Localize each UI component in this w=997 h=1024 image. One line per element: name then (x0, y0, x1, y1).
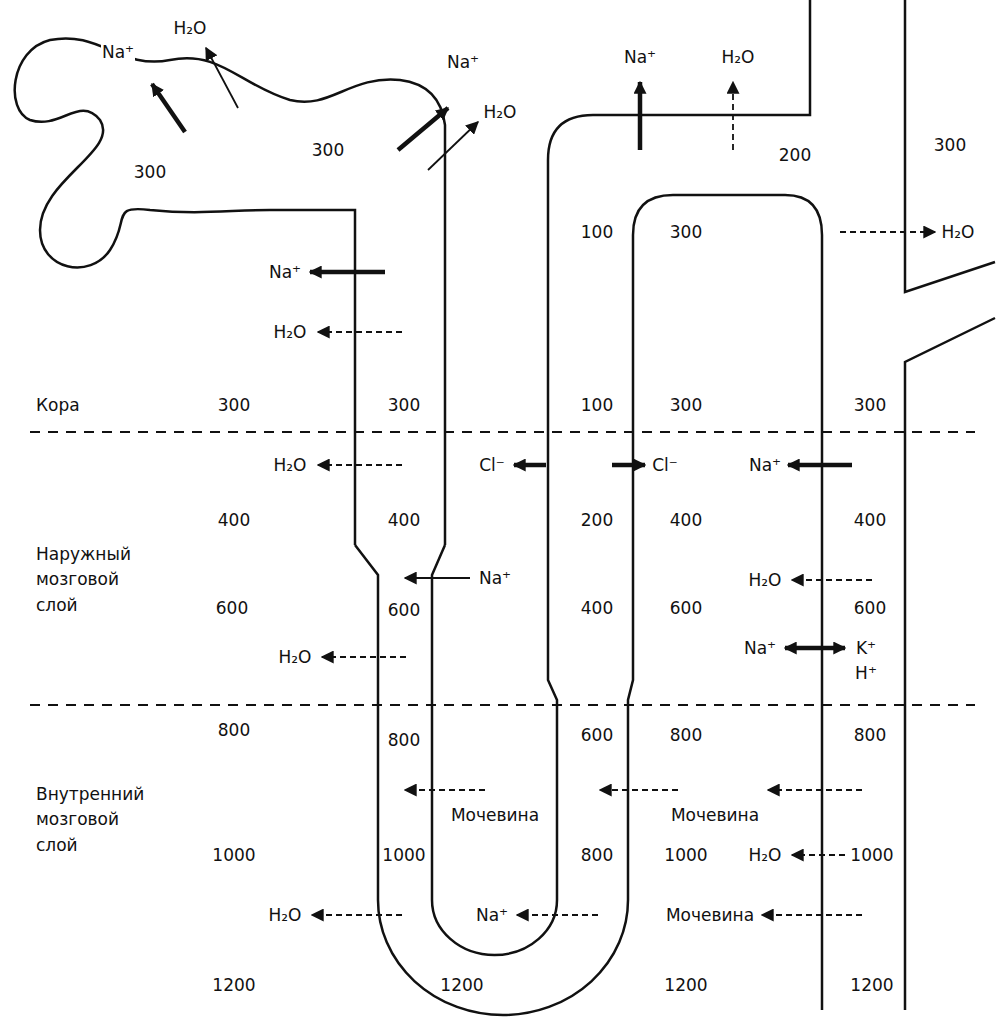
value-label: Na⁺ (101, 42, 135, 62)
value-label: 600 (387, 600, 421, 620)
value-label: H₂O (748, 845, 783, 865)
value-label: 300 (217, 395, 251, 415)
value-label: 1000 (849, 845, 894, 865)
value-label: Cl⁻ (478, 455, 506, 475)
value-label: 300 (669, 222, 703, 242)
value-label: Na⁺ (748, 455, 782, 475)
value-label: 800 (580, 845, 614, 865)
value-label: 300 (669, 395, 703, 415)
value-label: 300 (933, 135, 967, 155)
value-label: 200 (778, 145, 812, 165)
value-label: Na⁺ (743, 638, 777, 658)
value-label: Мочевина (450, 805, 540, 825)
zone-borders (30, 432, 975, 705)
zone-label: Наружный мозговой слой (35, 542, 159, 619)
passive-arrows (312, 232, 935, 915)
value-label: Мочевина (665, 905, 755, 925)
value-label: H₂O (278, 647, 313, 667)
tubule-walls (15, 0, 995, 1015)
value-label: Na⁺ (623, 47, 657, 67)
value-label: 400 (580, 598, 614, 618)
value-label: 400 (853, 510, 887, 530)
value-label: 400 (669, 510, 703, 530)
value-label: 1200 (211, 975, 256, 995)
value-label: Cl⁻ (651, 455, 679, 475)
value-label: 200 (580, 510, 614, 530)
value-label: 600 (580, 725, 614, 745)
value-label: 600 (853, 598, 887, 618)
zone-label: Внутренний мозговой слой (35, 782, 159, 859)
value-label: H₂O (748, 570, 783, 590)
value-label: 100 (580, 395, 614, 415)
active-transport-arrows (152, 82, 852, 648)
value-label: 600 (215, 598, 249, 618)
value-label: H₂O (273, 322, 308, 342)
value-label: K⁺ (855, 638, 877, 658)
value-label: 1000 (211, 845, 256, 865)
value-label: 600 (669, 598, 703, 618)
value-label: 1200 (663, 975, 708, 995)
value-label: Na⁺ (475, 905, 509, 925)
value-label: 400 (217, 510, 251, 530)
value-label: 300 (311, 140, 345, 160)
value-label: 1200 (439, 975, 484, 995)
value-label: H₂O (941, 222, 976, 242)
value-label: Мочевина (670, 805, 760, 825)
value-label: Na⁺ (268, 262, 302, 282)
value-label: 800 (217, 720, 251, 740)
value-label: 800 (387, 730, 421, 750)
value-label: H₂O (483, 102, 518, 122)
water-arrows (206, 48, 733, 578)
value-label: H₂O (268, 905, 303, 925)
value-label: Na⁺ (446, 52, 480, 72)
zone-label: Кора (35, 395, 81, 415)
value-label: 1200 (849, 975, 894, 995)
value-label: Na⁺ (478, 568, 512, 588)
value-label: 300 (387, 395, 421, 415)
value-label: 800 (669, 725, 703, 745)
value-label: H₂O (721, 47, 756, 67)
value-label: 300 (853, 395, 887, 415)
value-label: 300 (133, 162, 167, 182)
value-label: H⁺ (854, 663, 878, 683)
value-label: H₂O (173, 18, 208, 38)
value-label: 800 (853, 725, 887, 745)
value-label: 400 (387, 510, 421, 530)
value-label: H₂O (273, 455, 308, 475)
value-label: 1000 (663, 845, 708, 865)
value-label: 1000 (381, 845, 426, 865)
value-label: 100 (580, 222, 614, 242)
